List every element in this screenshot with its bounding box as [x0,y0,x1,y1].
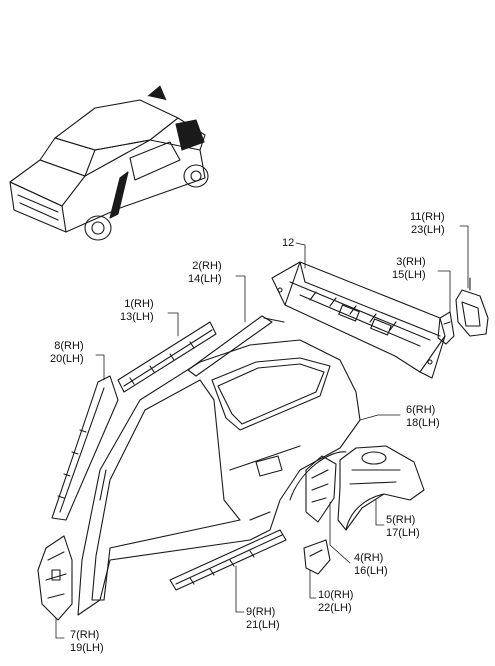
label-part-11-lh: 23(LH) [411,224,445,236]
label-part-9-lh: 21(LH) [246,619,280,631]
label-part-4-lh: 16(LH) [354,565,388,577]
label-part-7-lh: 19(LH) [70,642,104,654]
label-part-4-rh: 4(RH) [354,552,384,564]
label-part-7: 7(RH) 19(LH) [70,629,104,655]
car-icon [9,85,209,241]
roof-side-rail-part-2 [187,315,285,377]
label-part-11: 11(RH) 23(LH) [410,211,445,237]
label-part-6-lh: 18(LH) [406,417,440,429]
label-part-8-lh: 20(LH) [50,353,84,365]
label-part-2-rh: 2(RH) [192,260,222,272]
body-side-outer-part-6 [77,339,361,616]
label-part-8-rh: 8(RH) [54,340,84,352]
label-part-10: 10(RH) 22(LH) [318,589,353,615]
label-part-1-lh: 13(LH) [120,311,154,323]
label-part-5-rh: 5(RH) [386,514,416,526]
label-part-3-lh: 15(LH) [392,269,426,281]
side-sill-part-9 [169,529,287,591]
label-part-2-lh: 14(LH) [188,273,222,285]
roof-rail-inner-part-1 [117,321,217,393]
label-part-3: 3(RH) 15(LH) [392,256,426,282]
label-part-10-lh: 22(LH) [318,602,352,614]
label-part-1: 1(RH) 13(LH) [120,298,154,324]
leader-lines [55,225,469,639]
label-part-11-rh: 11(RH) [410,211,445,223]
bracket-part-3 [437,311,455,345]
label-part-8: 8(RH) 20(LH) [50,340,84,366]
gusset-part-10 [303,539,331,575]
label-part-9: 9(RH) 21(LH) [246,606,280,632]
label-part-3-rh: 3(RH) [396,256,426,268]
label-part-4: 4(RH) 16(LH) [354,552,388,578]
rear-panel-part-12 [271,261,446,379]
rear-wheel-house-part-5 [337,445,425,531]
label-part-1-rh: 1(RH) [124,298,154,310]
label-part-5: 5(RH) 17(LH) [386,514,420,540]
label-part-9-rh: 9(RH) [246,606,276,618]
label-part-12-number: 12 [282,237,295,249]
label-part-6-rh: 6(RH) [406,404,436,416]
front-pillar-lower-part-7 [37,535,73,621]
wheel-house-part-4 [305,455,337,523]
label-part-6: 6(RH) 18(LH) [406,404,440,430]
label-part-5-lh: 17(LH) [386,527,420,539]
label-part-10-rh: 10(RH) [318,589,354,601]
bracket-part-11 [455,277,489,337]
label-part-2: 2(RH) 14(LH) [188,260,222,286]
front-pillar-inner-part-8 [51,375,119,521]
label-part-12: 12 [282,237,294,250]
label-part-7-rh: 7(RH) [70,629,100,641]
